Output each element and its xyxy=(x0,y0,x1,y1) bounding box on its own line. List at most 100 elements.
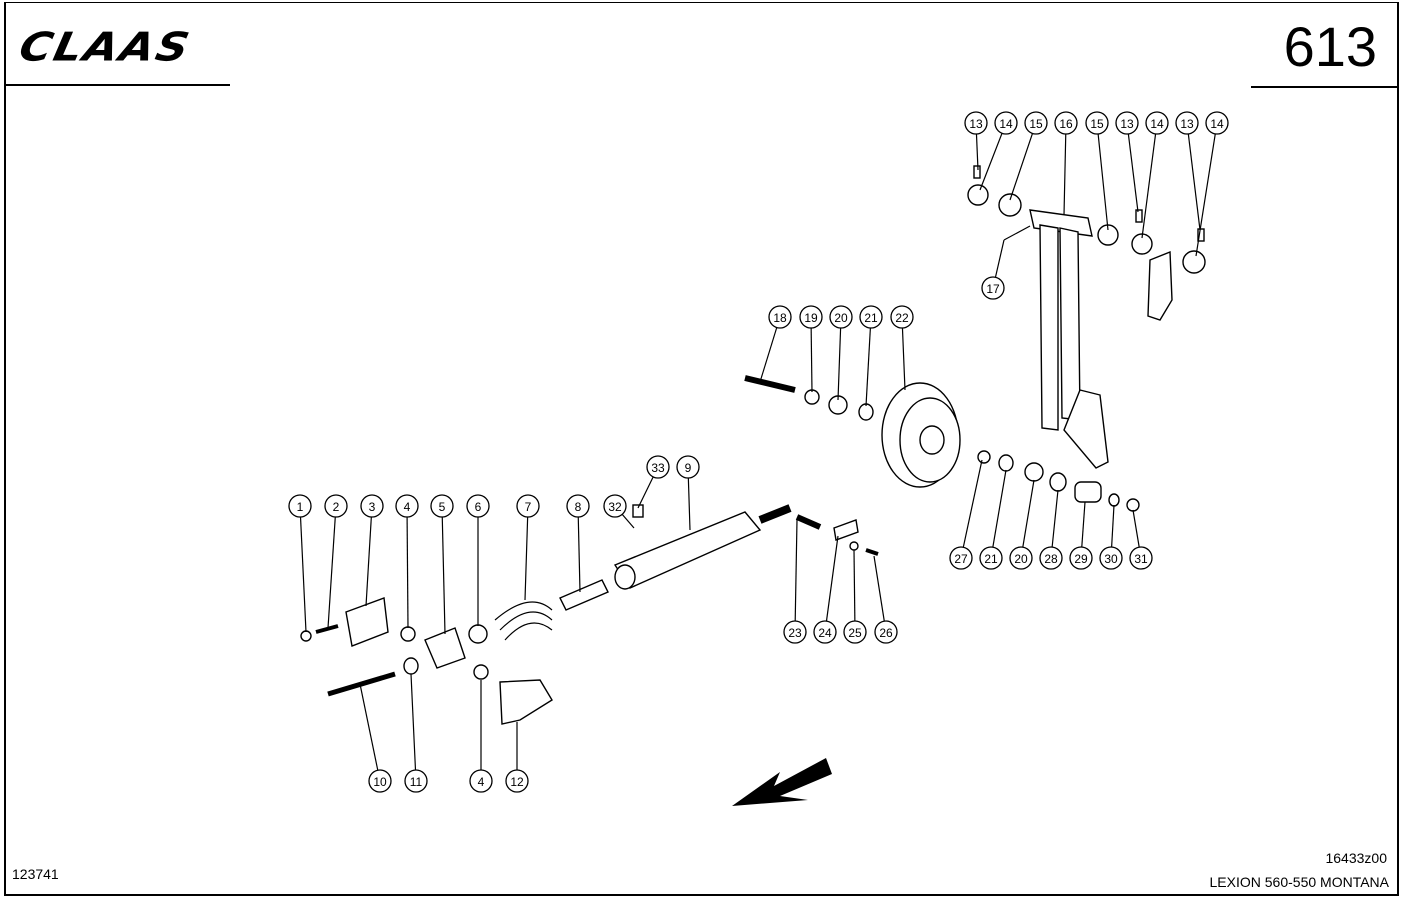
part-callout: 19 xyxy=(799,305,823,329)
part-callout: 4 xyxy=(469,769,493,793)
part-number: 4 xyxy=(478,775,485,789)
part-number: 8 xyxy=(575,500,582,514)
part-callout: 18 xyxy=(768,305,792,329)
part-callout: 2 xyxy=(324,494,348,518)
part-callout: 32 xyxy=(603,494,627,518)
leader-line xyxy=(824,535,839,633)
part-callout: 21 xyxy=(979,546,1003,570)
part-number: 17 xyxy=(986,282,1000,296)
part-number: 20 xyxy=(1014,552,1028,566)
drawing-code: 16433z00 xyxy=(1325,850,1387,866)
leader-line xyxy=(1020,479,1035,559)
part-number: 32 xyxy=(608,500,622,514)
part-number: 21 xyxy=(864,311,878,325)
leader-line xyxy=(979,122,1007,191)
leader-line xyxy=(865,316,872,407)
leader-line xyxy=(853,549,856,633)
leader-line xyxy=(441,505,446,635)
part-number: 15 xyxy=(1090,117,1104,131)
leader-line xyxy=(794,519,798,633)
part-callout: 15 xyxy=(1085,111,1109,135)
leader-line xyxy=(1126,122,1139,213)
leader-line xyxy=(406,505,409,629)
parts-drawing xyxy=(300,165,1206,806)
part-number: 18 xyxy=(773,311,787,325)
leader-line xyxy=(410,673,417,782)
leader-line xyxy=(810,316,813,393)
part-callout: 20 xyxy=(1009,546,1033,570)
part-callout: 26 xyxy=(874,620,898,644)
page-number: 613 xyxy=(1283,15,1377,78)
image-number: 123741 xyxy=(12,866,59,882)
header-rule-right xyxy=(1251,86,1399,88)
part-number: 9 xyxy=(685,461,692,475)
part-number: 11 xyxy=(410,775,423,789)
part-callout: 31 xyxy=(1129,546,1153,570)
part-number: 6 xyxy=(475,500,482,514)
leader-line xyxy=(960,459,983,559)
part-callout: 28 xyxy=(1039,546,1063,570)
part-number: 14 xyxy=(999,117,1013,131)
leader-line xyxy=(1141,122,1158,239)
leader-line xyxy=(524,505,529,601)
part-callout: 20 xyxy=(829,305,853,329)
part-callout: 1 xyxy=(288,494,312,518)
part-number: 31 xyxy=(1134,552,1148,566)
part-callout: 3 xyxy=(360,494,384,518)
leader-line xyxy=(873,555,887,633)
part-number: 14 xyxy=(1210,117,1224,131)
part-callout: 13 xyxy=(1175,111,1199,135)
part-callout: 10 xyxy=(368,769,392,793)
part-number: 19 xyxy=(804,311,818,325)
part-number: 30 xyxy=(1104,552,1118,566)
leader-line xyxy=(327,505,337,629)
part-number: 27 xyxy=(954,552,968,566)
part-number: 28 xyxy=(1044,552,1058,566)
part-callout: 12 xyxy=(505,769,529,793)
part-number: 21 xyxy=(984,552,998,566)
part-number: 33 xyxy=(651,461,665,475)
part-callout: 23 xyxy=(783,620,807,644)
part-callout: 13 xyxy=(1115,111,1139,135)
drawing-frame xyxy=(4,2,1399,896)
leader-line xyxy=(577,505,581,593)
part-callout: 14 xyxy=(994,111,1018,135)
part-callout: 5 xyxy=(430,494,454,518)
leader-line xyxy=(990,469,1007,559)
part-number: 20 xyxy=(834,311,848,325)
part-number: 22 xyxy=(895,311,909,325)
part-number: 1 xyxy=(297,500,304,514)
part-callout: 30 xyxy=(1099,546,1123,570)
part-callout: 29 xyxy=(1069,546,1093,570)
part-number: 25 xyxy=(848,626,862,640)
part-callout: 16 xyxy=(1054,111,1078,135)
part-number: 15 xyxy=(1029,117,1043,131)
part-callout: 17 xyxy=(981,276,1005,300)
leader-line xyxy=(365,505,373,607)
part-number: 13 xyxy=(1180,117,1194,131)
part-callout: 11 xyxy=(404,769,428,793)
part-number: 14 xyxy=(1150,117,1164,131)
leader-line xyxy=(1186,122,1201,231)
part-callout: 24 xyxy=(813,620,837,644)
part-number: 10 xyxy=(373,775,387,789)
part-callout: 4 xyxy=(395,494,419,518)
part-number: 4 xyxy=(404,500,411,514)
part-callout: 27 xyxy=(949,546,973,570)
part-callout: 9 xyxy=(676,455,700,479)
part-callout: 22 xyxy=(890,305,914,329)
leader-line xyxy=(837,316,842,401)
model-name: LEXION 560-550 MONTANA xyxy=(1209,874,1389,890)
leader-line xyxy=(1195,122,1218,257)
part-number: 13 xyxy=(1120,117,1134,131)
part-number: 3 xyxy=(369,500,376,514)
part-callout: 14 xyxy=(1145,111,1169,135)
part-number: 29 xyxy=(1074,552,1088,566)
part-callout: 6 xyxy=(466,494,490,518)
part-number: 12 xyxy=(510,775,524,789)
part-number: 23 xyxy=(788,626,802,640)
part-number: 26 xyxy=(879,626,893,640)
part-callout: 25 xyxy=(843,620,867,644)
